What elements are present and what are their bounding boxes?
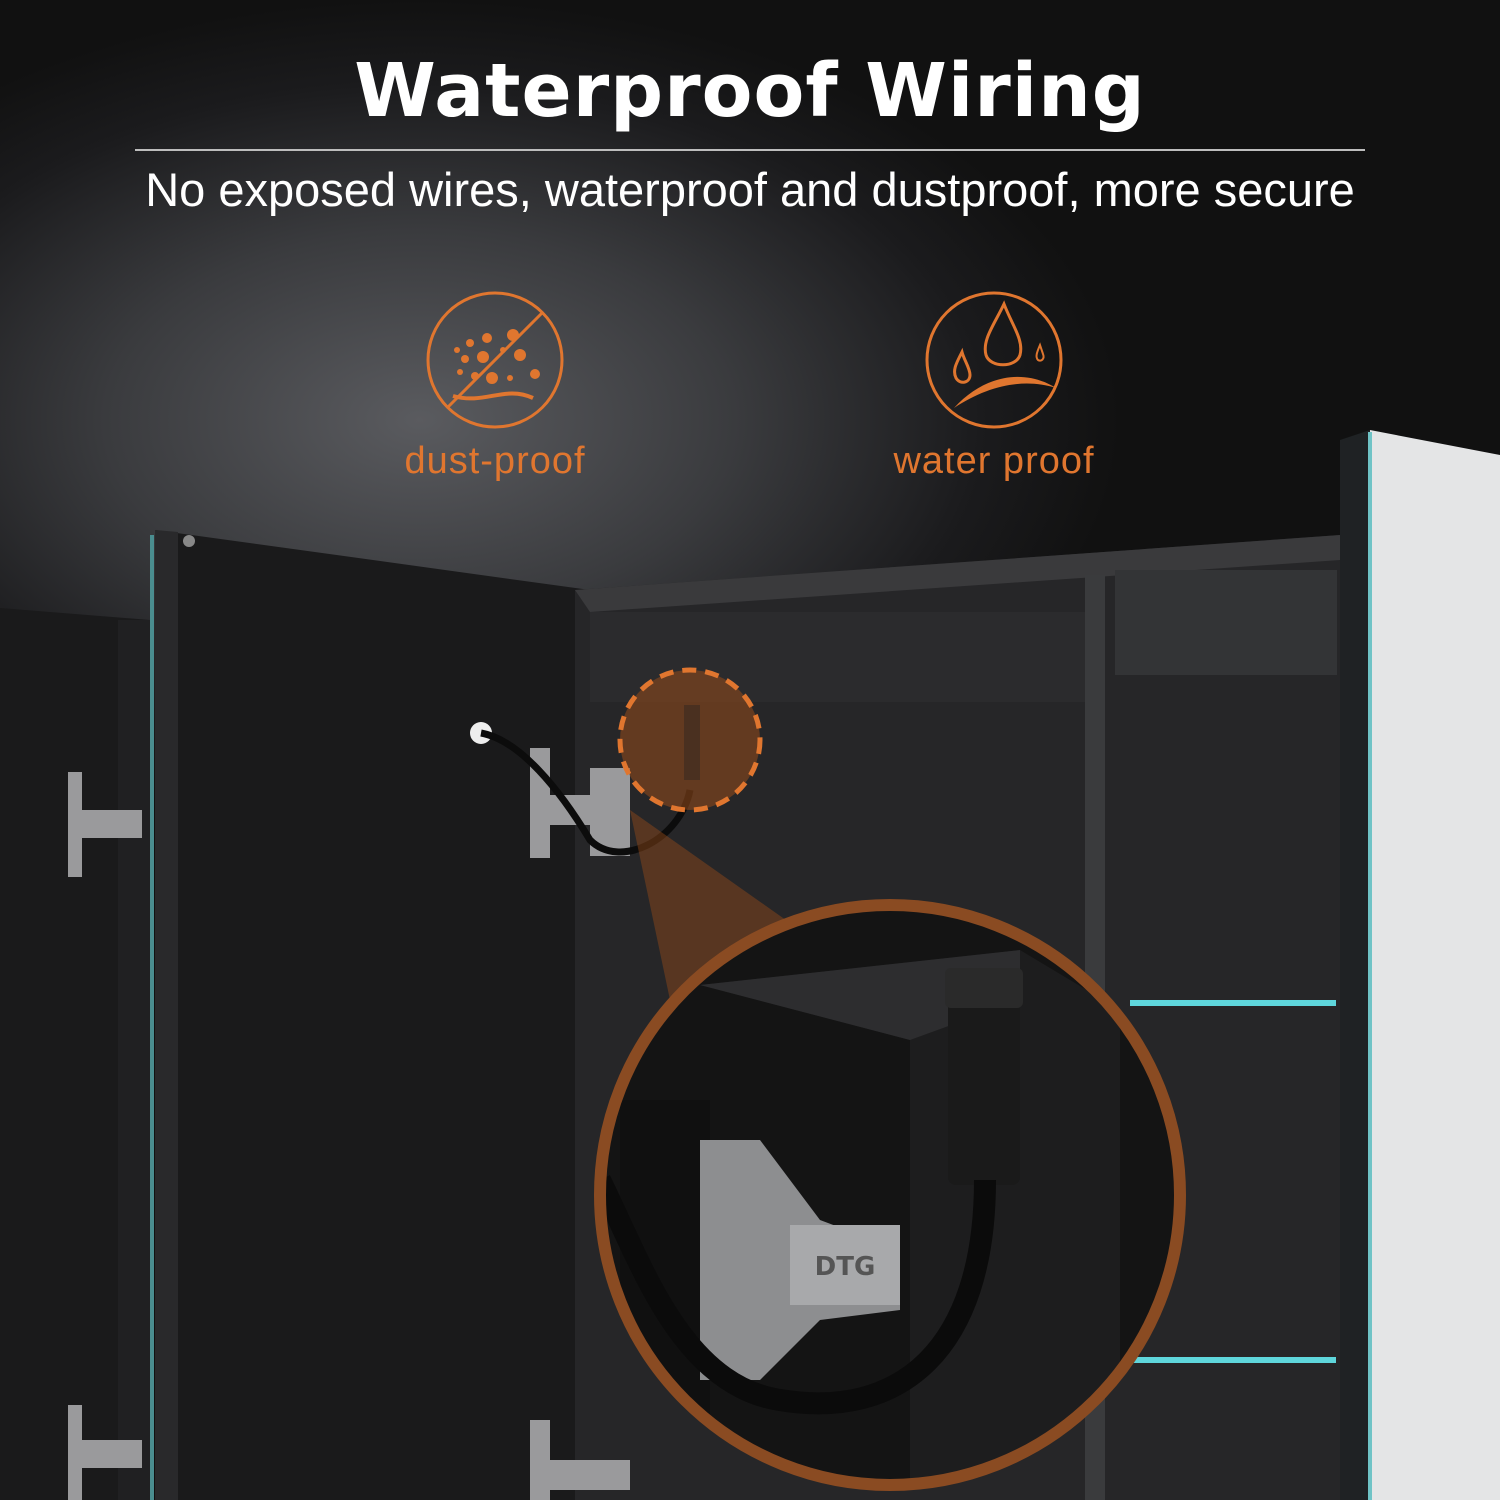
glass-shelf [1130,1000,1336,1006]
page-subtitle: No exposed wires, waterproof and dustpro… [145,163,1355,216]
glass-shelf [1130,1357,1336,1363]
feature-label: water proof [893,440,1095,482]
hinge-brand-logo: DTG [815,1252,876,1282]
right-mirror-door [1340,430,1370,1500]
cable [480,729,694,856]
feature-dust-proof: dust-proof [365,290,625,483]
open-door [155,530,590,1500]
feature-water-proof: water proof [864,290,1124,483]
magnified-view: DTG [600,905,1180,1485]
waterproof-connector [948,975,1020,1185]
title-divider [135,149,1365,151]
left-door-edge [118,620,152,1500]
water-drop-icon [925,291,1063,429]
page-title: Waterproof Wiring [354,48,1146,134]
hinge-icon [68,748,630,1500]
feature-label: dust-proof [404,440,586,482]
dust-proof-icon [426,291,564,429]
